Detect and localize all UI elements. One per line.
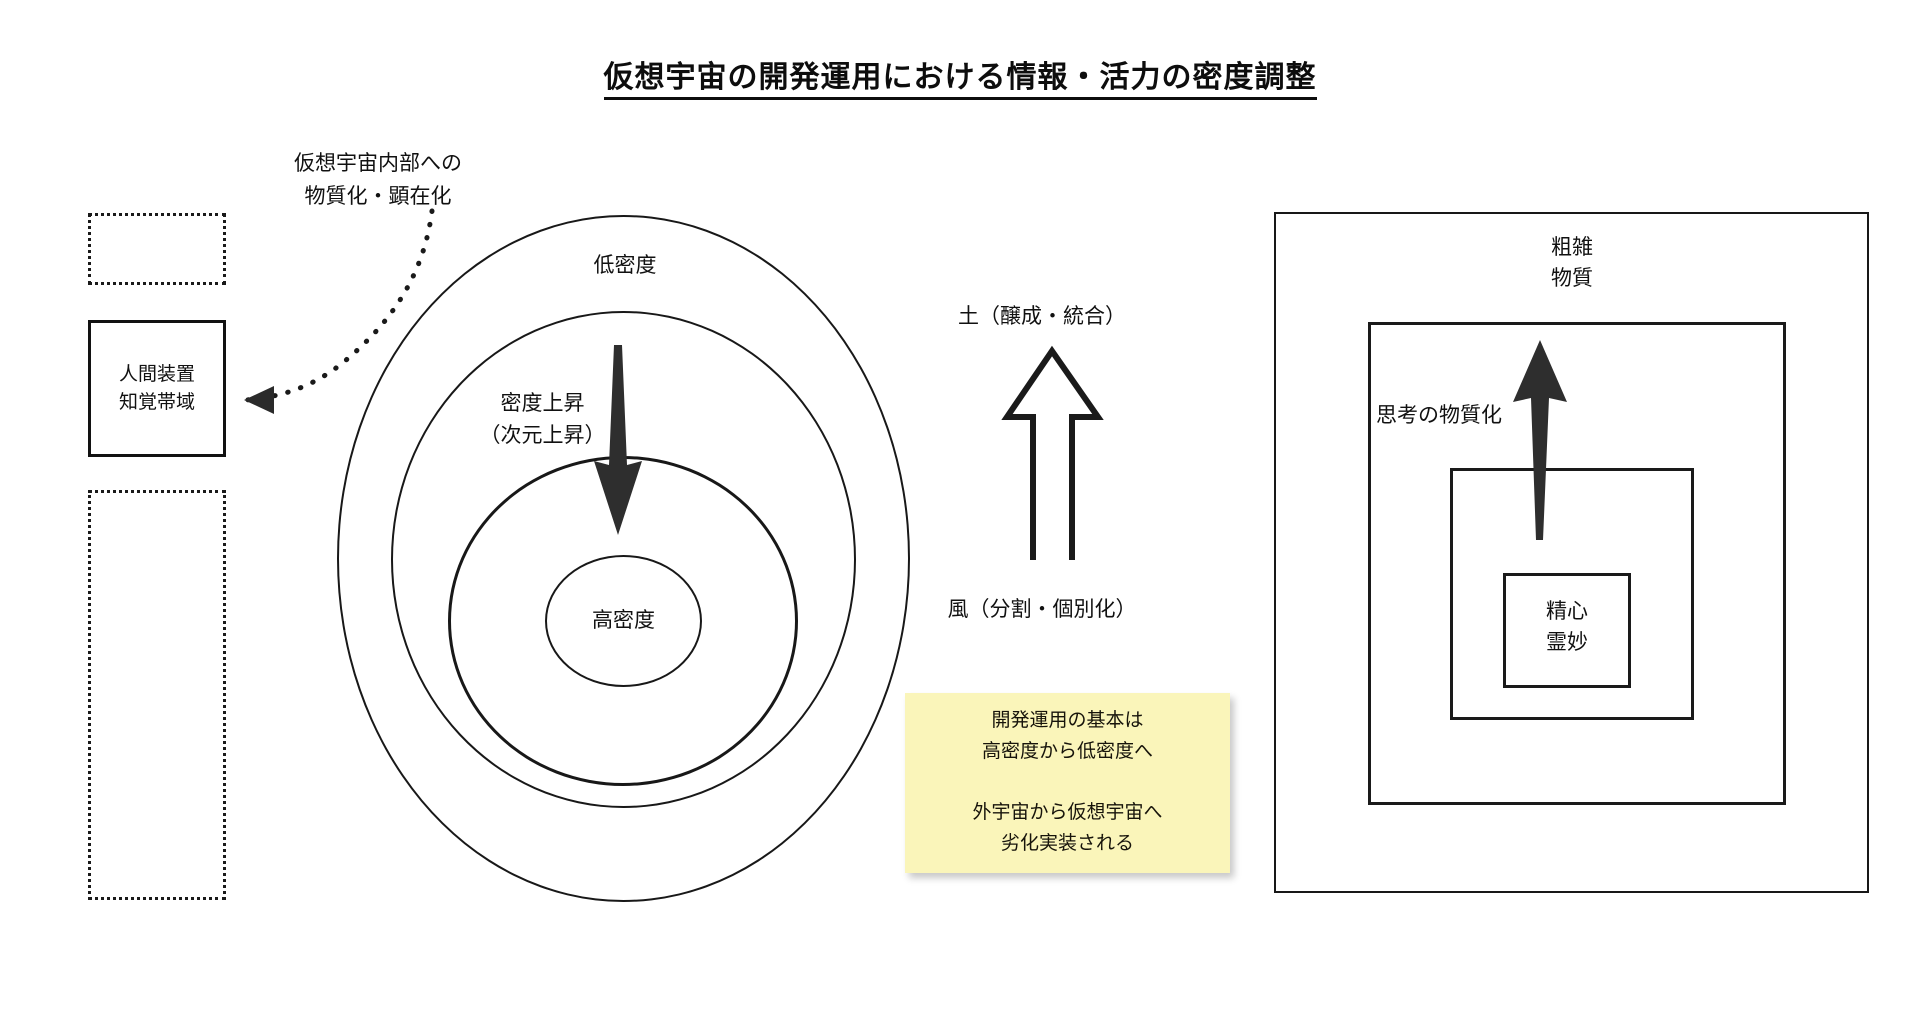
human-device-line-2: 知覚帯域 (118, 391, 195, 413)
matter-square-outer (1274, 212, 1869, 893)
label-thought-materialization: 思考の物質化 (1376, 404, 1502, 427)
human-device-perception-box: 人間装置 知覚帯域 (88, 320, 226, 457)
label-density-rise: 密度上昇 （次元上昇） (479, 392, 606, 447)
matter-square-middle (1368, 322, 1786, 805)
matter-square-core (1503, 573, 1631, 688)
dotted-curve-arrowhead (244, 386, 274, 414)
hollow-arrow-shape (1001, 345, 1104, 560)
label-low-density: 低密度 (593, 254, 657, 277)
label-wind-element: 風（分割・個別化） (947, 598, 1137, 621)
label-coarse-matter: 粗雑 物質 (1551, 236, 1593, 291)
outer-universe-band-lower (88, 490, 226, 900)
matter-square-inner (1450, 468, 1694, 720)
density-ring-outer (337, 215, 910, 902)
sticky-note: 開発運用の基本は 高密度から低密度へ 外宇宙から仮想宇宙へ 劣化実装される (905, 693, 1230, 873)
label-earth-element: 土（醸成・統合） (958, 305, 1126, 328)
page-title-text: 仮想宇宙の開発運用における情報・活力の密度調整 (603, 61, 1317, 100)
page-title: 仮想宇宙の開発運用における情報・活力の密度調整 (0, 52, 1920, 100)
density-core-circle (545, 555, 702, 687)
elements-up-arrow-icon (1001, 345, 1104, 560)
outer-universe-band-upper (88, 213, 226, 285)
materialization-callout-label: 仮想宇宙内部への 物質化・顕在化 (294, 152, 462, 208)
density-ring-middle (391, 311, 856, 808)
human-device-line-1: 人間装置 (118, 363, 195, 385)
label-high-density: 高密度 (592, 609, 655, 632)
label-fine-spirit: 精心 霊妙 (1546, 600, 1588, 655)
